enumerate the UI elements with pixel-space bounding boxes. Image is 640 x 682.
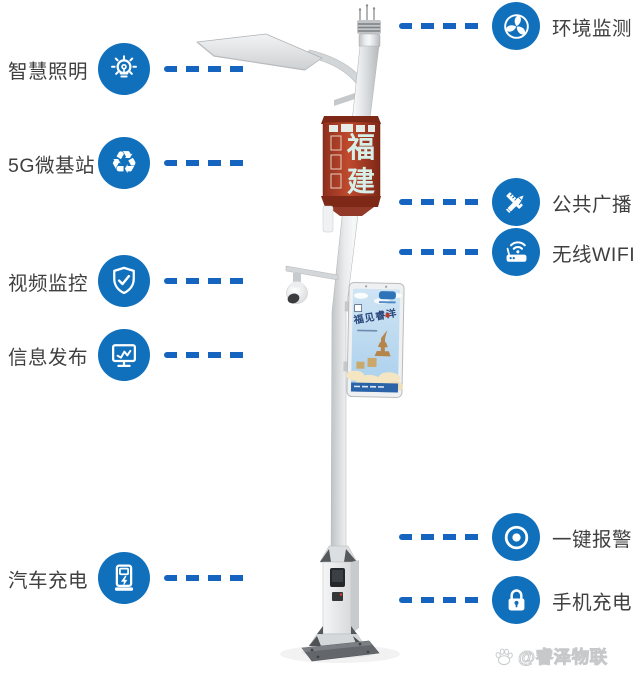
connector-dashes bbox=[399, 199, 484, 205]
feature-sos-alarm: 一键报警 bbox=[399, 513, 632, 561]
equipment-box bbox=[322, 205, 334, 233]
feature-label: 环境监测 bbox=[552, 17, 633, 40]
charging-cabinet bbox=[308, 545, 366, 647]
poster-logo bbox=[378, 291, 396, 300]
connector-dashes bbox=[399, 534, 484, 540]
feature-phone-charging: 手机充电 bbox=[399, 576, 632, 624]
fan-icon bbox=[492, 2, 540, 50]
feature-label: 手机充电 bbox=[552, 591, 633, 614]
feature-label: 汽车充电 bbox=[8, 569, 89, 592]
connector-dashes bbox=[399, 249, 484, 255]
paw-icon bbox=[495, 648, 513, 665]
recycle-icon: ♻ bbox=[98, 137, 150, 189]
banner-char-2: 建 bbox=[347, 166, 375, 198]
connector-dashes bbox=[399, 23, 484, 29]
connector-dashes bbox=[164, 278, 248, 284]
feature-video-surveillance: 视频监控 bbox=[8, 255, 248, 307]
antenna-unit bbox=[357, 4, 381, 48]
feature-info-display: 信息发布 bbox=[8, 329, 248, 381]
feature-label: 5G微基站 bbox=[8, 154, 96, 177]
banner-char-1: 福 bbox=[346, 132, 375, 164]
poster-stamp bbox=[354, 304, 363, 313]
connector-dashes bbox=[399, 597, 484, 603]
feature-label: 一键报警 bbox=[552, 528, 633, 551]
monitor-icon bbox=[98, 329, 150, 381]
feature-wifi: 无线WIFI bbox=[399, 228, 635, 276]
watermark-handle: @睿泽物联 bbox=[518, 647, 608, 668]
lightbulb-icon bbox=[98, 43, 150, 95]
feature-5g-base-station: 5G微基站 ♻ bbox=[8, 137, 248, 189]
feature-env-monitoring: 环境监测 bbox=[399, 2, 632, 50]
padlock-icon bbox=[492, 576, 540, 624]
feature-ev-charging: 汽车充电 bbox=[8, 552, 248, 604]
connector-dashes bbox=[164, 66, 248, 72]
wifi-router-icon bbox=[492, 228, 540, 276]
poster-seal bbox=[385, 313, 390, 318]
feature-public-broadcast: 公共广播 bbox=[399, 178, 632, 226]
poster-pagoda bbox=[374, 330, 391, 357]
feature-smart-lighting: 智慧照明 bbox=[8, 43, 248, 95]
feature-label: 无线WIFI bbox=[552, 243, 636, 266]
ad-lightbox: 福见睿洋 bbox=[343, 282, 405, 398]
feature-label: 智慧照明 bbox=[8, 60, 89, 83]
ev-charger-icon bbox=[98, 552, 150, 604]
pole-illustration: 福 建 福见睿洋 bbox=[170, 0, 430, 670]
pole-svg: 福 建 福见睿洋 bbox=[196, 4, 405, 663]
banner-drum: 福 建 bbox=[321, 116, 381, 216]
feature-label: 视频监控 bbox=[8, 272, 89, 295]
pencil-ruler-icon bbox=[492, 178, 540, 226]
base-plate bbox=[301, 640, 380, 662]
alarm-button-icon bbox=[492, 513, 540, 561]
connector-dashes bbox=[164, 160, 248, 166]
feature-label: 公共广播 bbox=[552, 193, 633, 216]
connector-dashes bbox=[164, 575, 248, 581]
ptz-camera bbox=[285, 265, 339, 304]
feature-label: 信息发布 bbox=[8, 346, 89, 369]
shield-check-icon bbox=[98, 255, 150, 307]
connector-dashes bbox=[164, 352, 248, 358]
watermark: @睿泽物联 bbox=[494, 644, 608, 669]
